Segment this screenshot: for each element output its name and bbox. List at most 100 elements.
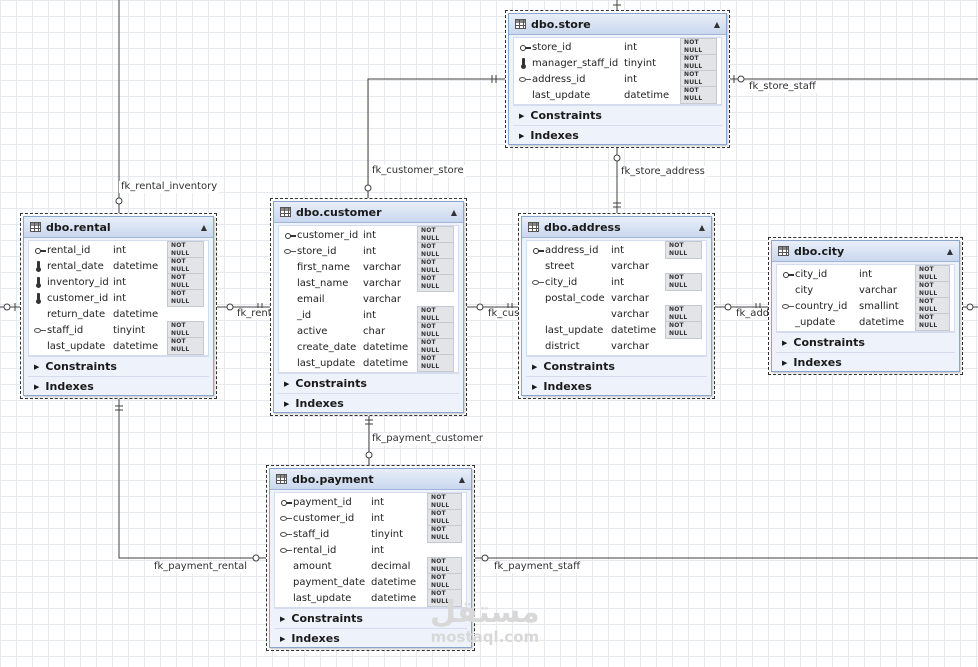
constraints-section[interactable]: ▶Constraints — [513, 105, 722, 125]
table-header[interactable]: dbo.payment ▲ — [270, 469, 471, 490]
collapse-icon[interactable]: ▲ — [458, 474, 465, 484]
constraints-section[interactable]: ▶Constraints — [526, 356, 707, 376]
indexes-section[interactable]: ▶Indexes — [776, 352, 955, 372]
column-name: rental_id — [47, 244, 91, 256]
constraints-section[interactable]: ▶Constraints — [28, 356, 209, 376]
section-label: Indexes — [295, 397, 344, 410]
column-name: payment_id — [293, 496, 352, 508]
column-type: int — [611, 276, 625, 288]
not-null-badge: NOT NULL — [665, 305, 702, 323]
collapse-icon[interactable]: ▲ — [450, 207, 457, 217]
column-type: varchar — [363, 293, 402, 305]
column-name: last_update — [545, 324, 604, 336]
constraints-section[interactable]: ▶Constraints — [274, 608, 467, 628]
collapse-icon[interactable]: ▲ — [200, 222, 207, 232]
collapse-icon[interactable]: ▲ — [713, 19, 720, 29]
section-label: Indexes — [530, 129, 579, 142]
column-name: city_id — [795, 268, 828, 280]
column-type: int — [363, 309, 377, 321]
not-null-badge: NOT NULL — [417, 306, 454, 324]
constraints-section[interactable]: ▶Constraints — [776, 332, 955, 352]
foreign-key-icon — [777, 298, 795, 314]
column-icon-blank — [527, 306, 545, 322]
indexes-section[interactable]: ▶Indexes — [274, 628, 467, 648]
column-name: country_id — [795, 300, 848, 312]
expand-arrow-icon: ▶ — [34, 362, 40, 371]
foreign-key-icon — [29, 322, 47, 338]
table-header[interactable]: dbo.customer ▲ — [274, 202, 463, 223]
column-type: datetime — [859, 316, 905, 328]
column-name: first_name — [297, 261, 350, 273]
column-icon-blank — [275, 574, 293, 590]
collapse-icon[interactable]: ▲ — [946, 246, 953, 256]
column-type: int — [113, 244, 127, 256]
column-type: datetime — [611, 324, 657, 336]
table-title: dbo.address — [544, 220, 621, 234]
indexes-section[interactable]: ▶Indexes — [513, 125, 722, 145]
indexes-section[interactable]: ▶Indexes — [526, 376, 707, 396]
column-type: varchar — [363, 261, 402, 273]
table-header[interactable]: dbo.address ▲ — [522, 217, 711, 238]
indexes-section[interactable]: ▶Indexes — [28, 376, 209, 396]
constraints-section[interactable]: ▶Constraints — [278, 373, 459, 393]
table-header[interactable]: dbo.rental ▲ — [24, 217, 213, 238]
table-icon — [30, 222, 41, 232]
column-icon-blank — [777, 282, 795, 298]
collapse-icon[interactable]: ▲ — [698, 222, 705, 232]
column-type: datetime — [113, 308, 159, 320]
section-label: Indexes — [291, 632, 340, 645]
table-header[interactable]: dbo.store ▲ — [509, 14, 726, 35]
table-header[interactable]: dbo.city ▲ — [772, 241, 959, 262]
indexes-section[interactable]: ▶Indexes — [278, 393, 459, 413]
not-null-badge: NOT NULL — [167, 337, 204, 355]
section-label: Indexes — [45, 380, 94, 393]
column-type: varchar — [611, 340, 650, 352]
